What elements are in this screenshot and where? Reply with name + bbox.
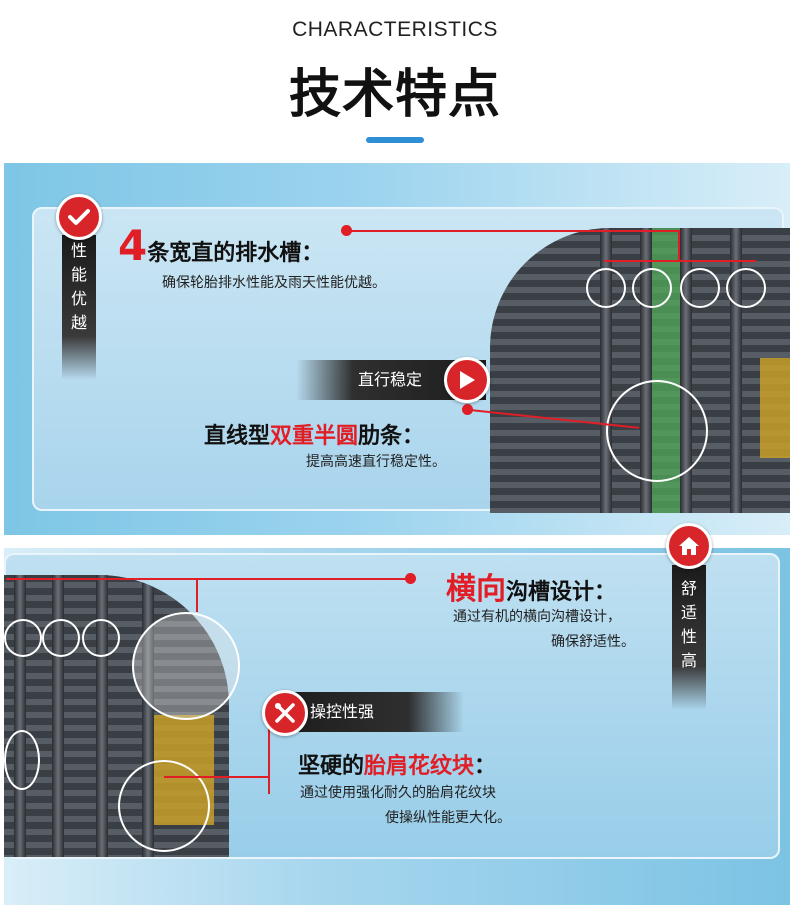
feature-rib-title: 直线型双重半圆肋条： — [204, 424, 425, 449]
groove-highlight-circle — [4, 619, 42, 657]
callout-line — [268, 718, 270, 794]
feature-drainage-desc: 确保轮胎排水性能及雨天性能优越。 — [162, 275, 386, 291]
callout-dot — [405, 573, 416, 584]
feature-lateral-desc-line2: 确保舒适性。 — [551, 634, 635, 650]
header-cn-title: 技术特点 — [288, 65, 501, 125]
header-en-title: CHARACTERISTICS — [292, 18, 498, 41]
wrench-screwdriver-icon — [262, 690, 308, 736]
feature-lateral-desc-line1: 通过有机的横向沟槽设计， — [453, 609, 621, 625]
groove-highlight-circle — [586, 268, 626, 308]
lateral-groove-circle — [132, 612, 240, 720]
feature-rib-desc: 提高高速直行稳定性。 — [306, 454, 446, 470]
groove-highlight-circle — [4, 730, 40, 790]
feature-shoulder-title: 坚硬的胎肩花纹块： — [298, 754, 497, 779]
feature-drainage-title: 4条宽直的排水槽： — [118, 221, 324, 270]
callout-line — [346, 230, 678, 232]
feature-shoulder-desc-line2: 使操纵性能更大化。 — [385, 810, 511, 826]
groove-highlight-circle — [632, 268, 672, 308]
callout-line — [196, 578, 198, 612]
callout-dot — [462, 404, 473, 415]
callout-line — [678, 230, 680, 262]
rib-highlight-circle — [606, 380, 708, 482]
feature-shoulder-desc-line1: 通过使用强化耐久的胎肩花纹块 — [300, 785, 496, 801]
section1-side-label: 性 能 优 越 — [62, 235, 96, 380]
callout-dot — [341, 225, 352, 236]
callout-line — [604, 260, 756, 262]
banner-handling: 操控性强 — [280, 692, 464, 732]
home-icon — [666, 523, 712, 569]
shoulder-block-circle — [118, 760, 210, 852]
groove-highlight-circle — [42, 619, 80, 657]
checkmark-icon — [56, 194, 102, 240]
feature-lateral-title: 横向沟槽设计： — [446, 572, 617, 607]
section2-side-label: 舒 适 性 高 — [672, 565, 706, 710]
groove-highlight-circle — [680, 268, 720, 308]
callout-line — [6, 578, 410, 580]
callout-line — [164, 776, 268, 778]
groove-highlight-circle — [726, 268, 766, 308]
play-arrow-icon — [444, 357, 490, 403]
header-underline — [366, 137, 424, 143]
groove-highlight-circle — [82, 619, 120, 657]
